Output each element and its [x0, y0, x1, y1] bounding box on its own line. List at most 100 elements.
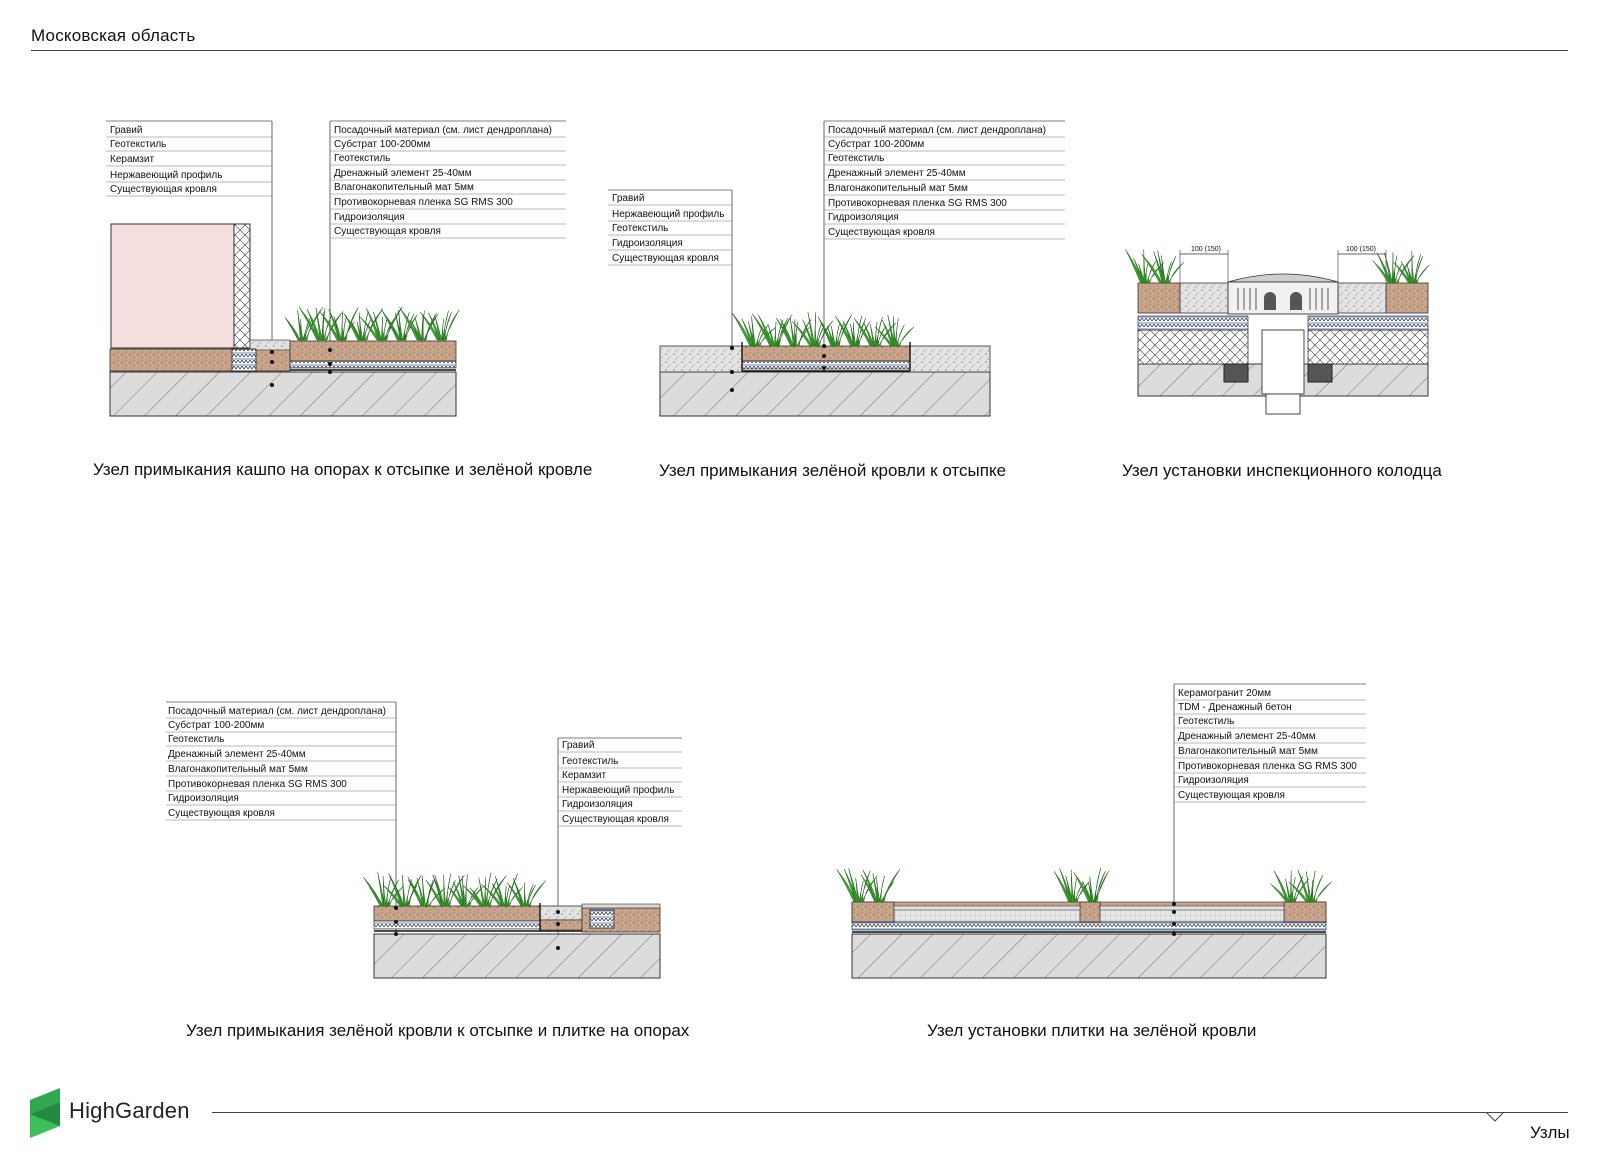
node-1-caption: Узел примыкания кашпо на опорах к отсыпк…	[93, 460, 593, 479]
node-4-left-label: Геотекстиль	[168, 734, 224, 745]
node-4-right-label: Гидроизоляция	[562, 799, 633, 810]
node-1-right-label: Противокорневая пленка SG RMS 300	[334, 197, 513, 208]
node-1-right-label: Влагонакопительный мат 5мм	[334, 182, 474, 193]
plant-tuft-icon	[359, 306, 403, 341]
node-2-right-label: Существующая кровля	[828, 227, 935, 238]
node-4-right-label: Керамзит	[562, 770, 606, 781]
node-1-left-label: Керамзит	[110, 154, 154, 165]
node-4-left-label: Посадочный материал (см. лист дендроплан…	[168, 706, 386, 717]
header-divider	[31, 50, 1568, 51]
node-4-left-label: Субстрат 100-200мм	[168, 719, 264, 731]
plant-tuft-icon	[420, 309, 460, 341]
node-5-right-label: Дренажный элемент 25-40мм	[1178, 731, 1316, 742]
node-2-right-label: Геотекстиль	[828, 153, 884, 164]
node-1-labels-right: Посадочный материал (см. лист дендроплан…	[329, 120, 566, 362]
plant-tuft-icon	[791, 312, 834, 347]
plant-tuft-icon	[506, 877, 546, 907]
plant-tuft-icon	[382, 873, 422, 907]
plant-tuft-icon	[860, 868, 901, 903]
node-1-left-label: Нержавеющий профиль	[110, 169, 222, 181]
node-1-labels-left: Гравий Геотекстиль Керамзит Нержавеющий …	[106, 120, 273, 348]
plant-tuft-icon	[481, 873, 524, 907]
node-1-left-label: Геотекстиль	[110, 139, 166, 150]
plant-tuft-icon	[380, 309, 418, 341]
node-5-right-label: Противокорневая пленка SG RMS 300	[1178, 761, 1357, 772]
plant-tuft-icon	[1393, 250, 1430, 284]
node-4-right-label: Геотекстиль	[562, 756, 618, 767]
node-2-left-label: Существующая кровля	[612, 253, 719, 264]
footer-notch-icon	[1486, 1112, 1505, 1122]
footer-divider	[212, 1112, 1568, 1113]
plant-tuft-icon	[298, 306, 344, 341]
plant-tuft-icon	[874, 314, 915, 347]
plant-tuft-icon	[1053, 868, 1091, 903]
plant-tuft-icon	[1141, 250, 1185, 284]
node-3-caption: Узел установки инспекционного колодца	[1122, 461, 1442, 480]
node-2-labels-left: Гравий Нержавеющий профиль Геотекстиль Г…	[608, 189, 733, 392]
node-2-left-label: Геотекстиль	[612, 223, 668, 234]
plant-tuft-icon	[1270, 870, 1309, 903]
node-1-right-label: Существующая кровля	[334, 226, 441, 237]
node-1-section	[109, 223, 460, 417]
node-3-section: 100 (150) 100 (150)	[1125, 246, 1430, 415]
node-1-right-label: Геотекстиль	[334, 153, 390, 164]
node-2-right-label: Дренажный элемент 25-40мм	[828, 168, 966, 179]
plant-tuft-icon	[1288, 869, 1333, 903]
plant-tuft-icon	[836, 868, 878, 903]
node-1-left-label: Существующая кровля	[110, 184, 217, 195]
brand-name: HighGarden	[69, 1098, 190, 1123]
node-4-labels-left: Посадочный материал (см. лист дендроплан…	[166, 701, 397, 940]
node-5-right-label: Влагонакопительный мат 5мм	[1178, 746, 1318, 757]
plant-tuft-icon	[447, 874, 485, 907]
node-5-right-label: Керамогранит 20мм	[1178, 688, 1271, 699]
plant-tuft-icon	[1125, 249, 1165, 284]
plant-tuft-icon	[1372, 252, 1415, 284]
node-2-right-label: Субстрат 100-200мм	[828, 138, 924, 150]
node-2-labels-right: Посадочный материал (см. лист дендроплан…	[823, 120, 1065, 392]
node-2-section	[659, 312, 991, 417]
node-2-caption: Узел примыкания зелёной кровли к отсыпке	[659, 461, 1007, 480]
node-4-section	[363, 872, 661, 979]
plant-tuft-icon	[1073, 868, 1109, 903]
plant-tuft-icon	[731, 312, 776, 347]
dim-left: 100 (150)	[1191, 246, 1221, 253]
node-5-right-label: Существующая кровля	[1178, 790, 1285, 801]
node-5-right-label: Геотекстиль	[1178, 716, 1234, 727]
node-5-right-label: TDM - Дренажный бетон	[1178, 701, 1292, 713]
node-2-right-label: Противокорневая пленка SG RMS 300	[828, 198, 1007, 209]
node-4-left-label: Влагонакопительный мат 5мм	[168, 764, 308, 775]
node-2-left-label: Нержавеющий профиль	[612, 208, 724, 220]
plant-tuft-icon	[751, 313, 793, 347]
node-1-left-label: Гравий	[110, 125, 142, 136]
node-4-right-label: Нержавеющий профиль	[562, 784, 674, 796]
dim-right: 100 (150)	[1346, 246, 1376, 253]
plant-tuft-icon	[407, 876, 446, 907]
node-2-left-label: Гравий	[612, 193, 644, 204]
node-4-left-label: Противокорневая пленка SG RMS 300	[168, 779, 347, 790]
plant-tuft-icon	[399, 307, 439, 341]
plant-tuft-icon	[319, 307, 359, 341]
node-1-right-label: Субстрат 100-200мм	[334, 138, 430, 150]
node-4-right-label: Существующая кровля	[562, 814, 669, 825]
plant-tuft-icon	[775, 317, 812, 347]
plant-tuft-icon	[463, 872, 507, 907]
node-5-section	[836, 868, 1333, 979]
node-4-left-label: Гидроизоляция	[168, 793, 239, 804]
node-2-right-label: Гидроизоляция	[828, 212, 899, 223]
node-5-caption: Узел установки плитки на зелёной кровли	[927, 1021, 1257, 1040]
region-title: Московская область	[31, 26, 196, 45]
node-4-labels-right: Гравий Геотекстиль Керамзит Нержавеющий …	[557, 737, 682, 950]
node-1-right-label: Гидроизоляция	[334, 212, 405, 223]
plant-tuft-icon	[853, 316, 897, 347]
plant-tuft-icon	[835, 315, 871, 347]
page-title: Узлы	[1530, 1123, 1570, 1142]
node-4-left-label: Дренажный элемент 25-40мм	[168, 749, 306, 760]
node-1-right-label: Посадочный материал (см. лист дендроплан…	[334, 125, 552, 136]
plant-tuft-icon	[817, 314, 853, 347]
plant-tuft-icon	[284, 306, 324, 341]
node-1-right-label: Дренажный элемент 25-40мм	[334, 168, 472, 179]
